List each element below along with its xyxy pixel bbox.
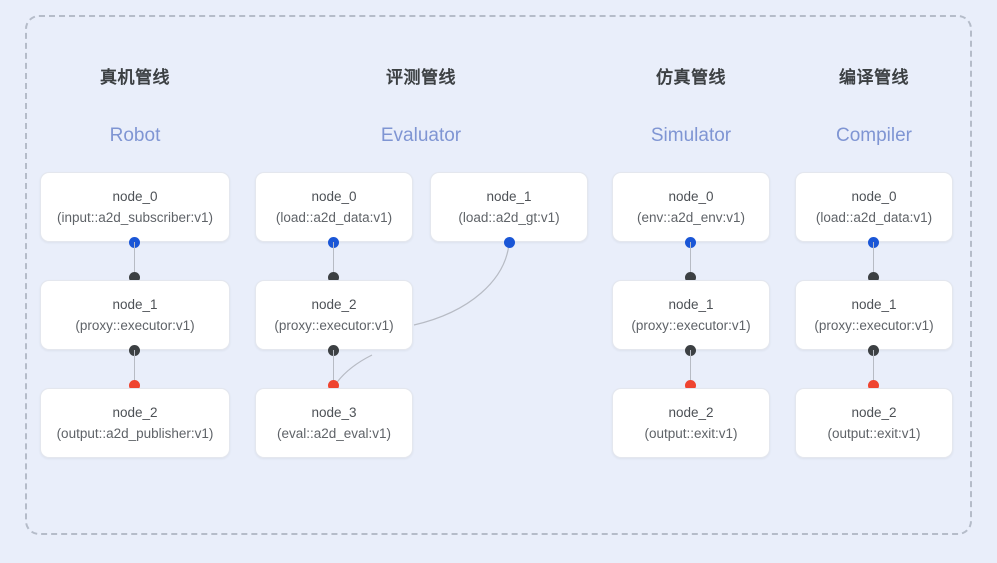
port-input-simulator-2[interactable] xyxy=(685,380,696,391)
node-robot-0[interactable]: node_0 (input::a2d_subscriber:v1) xyxy=(40,172,230,242)
node-compiler-1[interactable]: node_1 (proxy::executor:v1) xyxy=(795,280,953,350)
node-name: node_0 xyxy=(851,189,897,204)
node-kind: (env::a2d_env:v1) xyxy=(636,210,746,225)
column-title-compiler: 编译管线 xyxy=(839,68,909,87)
node-evaluator-1[interactable]: node_1 (load::a2d_gt:v1) xyxy=(430,172,588,242)
column-subtitle-robot: Robot xyxy=(109,125,161,146)
node-kind: (proxy::executor:v1) xyxy=(814,318,934,333)
port-input-simulator-1[interactable] xyxy=(685,272,696,283)
node-simulator-2[interactable]: node_2 (output::exit:v1) xyxy=(612,388,770,458)
node-name: node_0 xyxy=(668,189,714,204)
port-input-robot-2[interactable] xyxy=(129,380,140,391)
node-name: node_2 xyxy=(311,297,357,312)
link-compiler-1-2 xyxy=(873,350,874,386)
node-name: node_2 xyxy=(851,405,897,420)
column-subtitle-compiler: Compiler xyxy=(835,125,913,146)
node-name: node_1 xyxy=(486,189,532,204)
column-subtitle-evaluator: Evaluator xyxy=(380,125,462,146)
node-name: node_1 xyxy=(668,297,714,312)
node-kind: (eval::a2d_eval:v1) xyxy=(276,426,392,441)
node-kind: (proxy::executor:v1) xyxy=(274,318,394,333)
node-compiler-2[interactable]: node_2 (output::exit:v1) xyxy=(795,388,953,458)
node-name: node_3 xyxy=(311,405,357,420)
node-name: node_2 xyxy=(112,405,158,420)
node-kind: (output::a2d_publisher:v1) xyxy=(56,426,214,441)
node-kind: (load::a2d_data:v1) xyxy=(815,210,933,225)
node-kind: (load::a2d_data:v1) xyxy=(275,210,393,225)
link-compiler-0-1 xyxy=(873,242,874,278)
node-simulator-1[interactable]: node_1 (proxy::executor:v1) xyxy=(612,280,770,350)
link-robot-1-2 xyxy=(134,350,135,386)
node-kind: (proxy::executor:v1) xyxy=(631,318,751,333)
node-name: node_1 xyxy=(851,297,897,312)
node-robot-2[interactable]: node_2 (output::a2d_publisher:v1) xyxy=(40,388,230,458)
node-simulator-0[interactable]: node_0 (env::a2d_env:v1) xyxy=(612,172,770,242)
node-kind: (output::exit:v1) xyxy=(644,426,738,441)
port-output-evaluator-1[interactable] xyxy=(504,237,515,248)
column-title-simulator: 仿真管线 xyxy=(656,68,726,87)
port-input-evaluator-3[interactable] xyxy=(328,380,339,391)
node-kind: (input::a2d_subscriber:v1) xyxy=(56,210,214,225)
node-name: node_0 xyxy=(311,189,357,204)
node-name: node_1 xyxy=(112,297,158,312)
link-simulator-0-1 xyxy=(690,242,691,278)
port-input-robot-1[interactable] xyxy=(129,272,140,283)
node-evaluator-3[interactable]: node_3 (eval::a2d_eval:v1) xyxy=(255,388,413,458)
column-title-robot: 真机管线 xyxy=(100,68,170,87)
node-robot-1[interactable]: node_1 (proxy::executor:v1) xyxy=(40,280,230,350)
link-evaluator-0-2 xyxy=(333,242,334,278)
link-simulator-1-2 xyxy=(690,350,691,386)
port-input-evaluator-2[interactable] xyxy=(328,272,339,283)
node-kind: (load::a2d_gt:v1) xyxy=(458,210,560,225)
node-kind: (proxy::executor:v1) xyxy=(75,318,195,333)
node-name: node_0 xyxy=(112,189,158,204)
link-evaluator-2-3 xyxy=(333,350,334,386)
node-name: node_2 xyxy=(668,405,714,420)
port-input-compiler-2[interactable] xyxy=(868,380,879,391)
link-robot-0-1 xyxy=(134,242,135,278)
port-input-compiler-1[interactable] xyxy=(868,272,879,283)
column-subtitle-simulator: Simulator xyxy=(650,125,732,146)
node-evaluator-0[interactable]: node_0 (load::a2d_data:v1) xyxy=(255,172,413,242)
node-evaluator-2[interactable]: node_2 (proxy::executor:v1) xyxy=(255,280,413,350)
node-compiler-0[interactable]: node_0 (load::a2d_data:v1) xyxy=(795,172,953,242)
node-kind: (output::exit:v1) xyxy=(827,426,921,441)
column-title-evaluator: 评测管线 xyxy=(386,68,456,87)
